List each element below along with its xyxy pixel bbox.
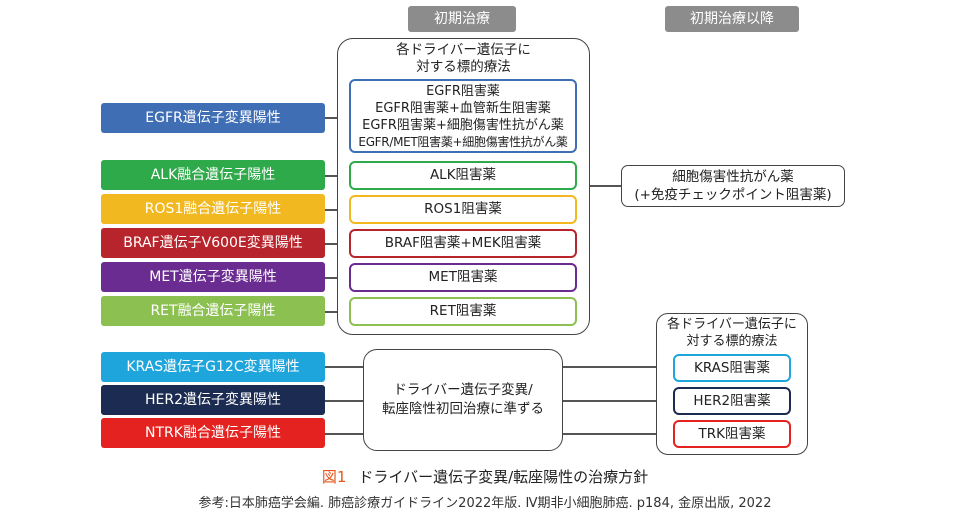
connector-kras bbox=[325, 366, 363, 368]
connector-to-trk-drug bbox=[563, 433, 673, 435]
connector-to-her2-drug bbox=[563, 400, 673, 402]
connector-to-later-therapy bbox=[590, 185, 621, 187]
targeted-therapy-group-title: 各ドライバー遺伝子に 対する標的療法 bbox=[337, 42, 590, 76]
mutation-her2: HER2遺伝子変異陽性 bbox=[101, 385, 325, 415]
kras-drug-box: KRAS阻害薬 bbox=[673, 354, 791, 382]
connector-to-kras-drug bbox=[563, 366, 673, 368]
mutation-ros1: ROS1融合遺伝子陽性 bbox=[101, 194, 325, 224]
ret-drug-box: RET阻害薬 bbox=[349, 297, 577, 326]
mutation-ret: RET融合遺伝子陽性 bbox=[101, 296, 325, 326]
egfr-drug-1: EGFR阻害薬 bbox=[426, 84, 500, 99]
egfr-drug-2: EGFR阻害薬+血管新生阻害薬 bbox=[375, 101, 551, 116]
driver-negative-equivalent-box: ドライバー遺伝子変異/ 転座陰性初回治療に準ずる bbox=[363, 349, 563, 451]
her2-drug-box: HER2阻害薬 bbox=[673, 387, 791, 415]
mutation-kras: KRAS遺伝子G12C変異陽性 bbox=[101, 352, 325, 382]
header-later-treatment: 初期治療以降 bbox=[665, 6, 799, 32]
egfr-drug-box: EGFR阻害薬 EGFR阻害薬+血管新生阻害薬 EGFR阻害薬+細胞傷害性抗がん… bbox=[349, 79, 577, 153]
alk-drug-box: ALK阻害薬 bbox=[349, 161, 577, 190]
middle-box-line1: ドライバー遺伝子変異/ bbox=[393, 382, 533, 398]
group-title-line1: 各ドライバー遺伝子に bbox=[396, 42, 531, 58]
group-title-line2: 対する標的療法 bbox=[416, 59, 511, 75]
later-therapy-line2: (+免疫チェックポイント阻害薬) bbox=[634, 187, 832, 203]
figure-title: ドライバー遺伝子変異/転座陽性の治療方針 bbox=[358, 468, 649, 486]
mutation-ntrk: NTRK融合遺伝子陽性 bbox=[101, 418, 325, 448]
met-drug-box: MET阻害薬 bbox=[349, 263, 577, 292]
connector-ntrk bbox=[325, 433, 363, 435]
later-group-title-line2: 対する標的療法 bbox=[686, 334, 778, 349]
ros1-drug-box: ROS1阻害薬 bbox=[349, 195, 577, 224]
later-therapy-box: 細胞傷害性抗がん薬 (+免疫チェックポイント阻害薬) bbox=[621, 165, 845, 207]
mutation-met: MET遺伝子変異陽性 bbox=[101, 262, 325, 292]
middle-box-line2: 転座陰性初回治療に準ずる bbox=[382, 401, 544, 417]
later-therapy-line1: 細胞傷害性抗がん薬 bbox=[672, 169, 794, 185]
figure-reference: 参考:日本肺癌学会編. 肺癌診療ガイドライン2022年版. Ⅳ期非小細胞肺癌. … bbox=[198, 496, 772, 511]
later-group-title: 各ドライバー遺伝子に 対する標的療法 bbox=[656, 316, 808, 350]
mutation-egfr: EGFR遺伝子変異陽性 bbox=[101, 103, 325, 133]
header-initial-treatment: 初期治療 bbox=[408, 6, 516, 32]
braf-drug-box: BRAF阻害薬+MEK阻害薬 bbox=[349, 229, 577, 258]
figure-number: 図1 bbox=[321, 468, 347, 486]
mutation-alk: ALK融合遺伝子陽性 bbox=[101, 160, 325, 190]
egfr-drug-4: EGFR/MET阻害薬+細胞傷害性抗がん薬 bbox=[358, 135, 568, 149]
connector-her2 bbox=[325, 400, 363, 402]
trk-drug-box: TRK阻害薬 bbox=[673, 420, 791, 448]
figure-caption: 図1 ドライバー遺伝子変異/転座陽性の治療方針 bbox=[0, 466, 970, 487]
egfr-drug-3: EGFR阻害薬+細胞傷害性抗がん薬 bbox=[362, 118, 564, 133]
mutation-braf: BRAF遺伝子V600E変異陽性 bbox=[101, 228, 325, 258]
later-group-title-line1: 各ドライバー遺伝子に bbox=[667, 317, 797, 332]
